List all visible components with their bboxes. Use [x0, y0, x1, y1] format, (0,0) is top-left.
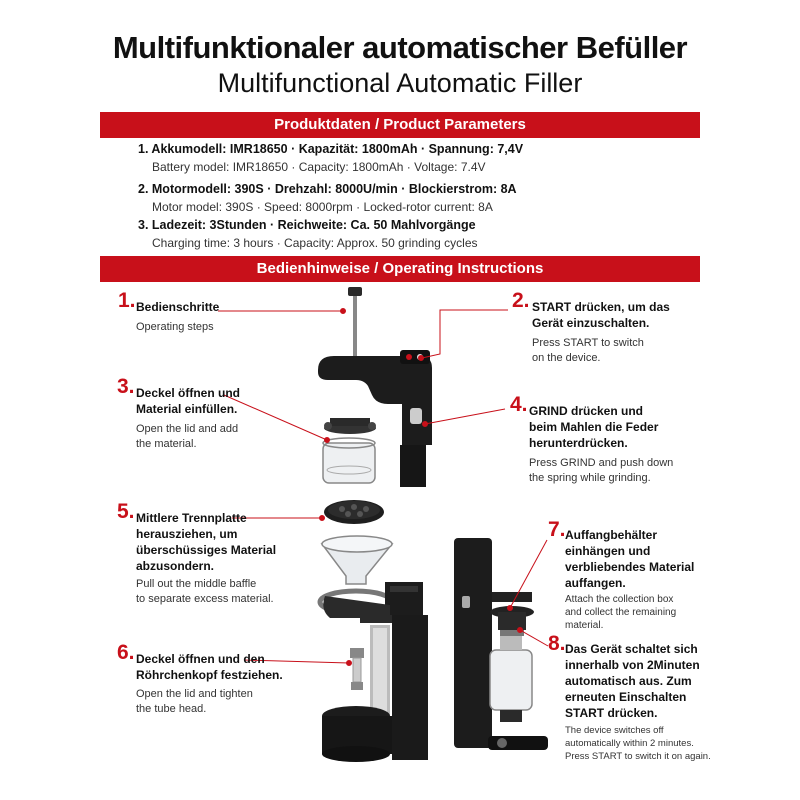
step-6-en-line2: the tube head. — [136, 703, 207, 715]
step-8-en-line3: Press START to switch it on again. — [565, 751, 711, 762]
step-4-de-line3: herunterdrücken. — [529, 436, 628, 450]
param-motor-en: Motor model: 390S · Speed: 8000rpm · Loc… — [152, 200, 493, 214]
param-item-motor: 2. Motormodell: 390S · Drehzahl: 8000U/m… — [138, 180, 517, 216]
step-3-de-line2: Material einfüllen. — [136, 402, 238, 416]
step-6-de-line1: Deckel öffnen und den — [136, 652, 265, 666]
step-2-de-line2: Gerät einzuschalten. — [532, 316, 650, 330]
step-2-de-line1: START drücken, um das — [532, 300, 670, 314]
device-side-illustration — [454, 538, 548, 750]
step-4-de-line2: beim Mahlen die Feder — [529, 420, 659, 434]
param-charging-de: 3. Ladezeit: 3Stunden · Reichweite: Ca. … — [138, 218, 476, 232]
step-4: 4. GRIND drücken und beim Mahlen die Fed… — [510, 394, 673, 484]
step-5-de-line1: Mittlere Trennplatte — [136, 511, 247, 525]
step-6-en-line1: Open the lid and tighten — [136, 688, 253, 700]
param-item-charging: 3. Ladezeit: 3Stunden · Reichweite: Ca. … — [138, 216, 478, 252]
step-7-de-line4: auffangen. — [565, 576, 626, 590]
step-7-number: 7. — [548, 518, 566, 541]
device-base-illustration — [322, 582, 428, 762]
page-title-german: Multifunktionaler automatischer Befüller — [112, 30, 688, 65]
step-8: 8. Das Gerät schaltet sich innerhalb von… — [548, 633, 711, 762]
step-2-en-line2: on the device. — [532, 352, 601, 364]
param-motor-de: 2. Motormodell: 390S · Drehzahl: 8000U/m… — [138, 182, 517, 196]
step-8-de-line4: erneuten Einschalten — [565, 690, 687, 704]
step-5-de-line4: abzusondern. — [136, 559, 215, 573]
step-2-number: 2. — [512, 289, 530, 312]
step-8-en-line1: The device switches off — [565, 725, 664, 736]
step-3-number: 3. — [117, 375, 135, 398]
step-5-en-line1: Pull out the middle baffle — [136, 578, 257, 590]
param-charging-en: Charging time: 3 hours · Capacity: Appro… — [152, 236, 478, 250]
step-3-en-line2: the material. — [136, 438, 197, 450]
leader-lines — [218, 308, 549, 666]
step-1-en: Operating steps — [136, 321, 214, 333]
step-7-en-line2: and collect the remaining — [565, 607, 677, 618]
step-8-de-line5: START drücken. — [565, 706, 658, 720]
step-1: 1. Bedienschritte Operating steps — [118, 290, 219, 333]
step-5-number: 5. — [117, 500, 135, 523]
step-8-en-line2: automatically within 2 minutes. — [565, 738, 694, 749]
step-3: 3. Deckel öffnen und Material einfüllen.… — [117, 376, 240, 450]
step-1-de: Bedienschritte — [136, 300, 220, 314]
param-battery-en: Battery model: IMR18650 · Capacity: 1800… — [152, 160, 486, 174]
step-6: 6. Deckel öffnen und den Röhrchenkopf fe… — [117, 642, 283, 715]
step-1-number: 1. — [118, 289, 136, 312]
step-4-number: 4. — [510, 393, 528, 416]
step-2: 2. START drücken, um das Gerät einzuscha… — [512, 290, 670, 364]
step-8-de-line2: innerhalb von 2Minuten — [565, 658, 700, 672]
step-8-de-line3: automatisch aus. Zum — [565, 674, 692, 688]
step-5: 5. Mittlere Trennplatte herausziehen, um… — [117, 501, 276, 605]
step-7-de-line1: Auffangbehälter — [565, 528, 658, 542]
step-5-de-line2: herausziehen, um — [136, 527, 238, 541]
product-parameters-banner: Produktdaten / Product Parameters — [100, 112, 700, 138]
step-7-en-line1: Attach the collection box — [565, 594, 674, 605]
device-top-illustration — [318, 287, 432, 487]
step-7-de-line3: verbliebendes Material — [565, 560, 695, 574]
step-7: 7. Auffangbehälter einhängen und verblie… — [548, 519, 694, 631]
step-7-en-line3: material. — [565, 620, 604, 631]
step-2-en-line1: Press START to switch — [532, 337, 644, 349]
step-4-en-line2: the spring while grinding. — [529, 472, 651, 484]
step-3-en-line1: Open the lid and add — [136, 423, 239, 435]
param-item-battery: 1. Akkumodell: IMR18650 · Kapazität: 180… — [138, 140, 523, 176]
step-4-de-line1: GRIND drücken und — [529, 404, 644, 418]
step-8-number: 8. — [548, 632, 566, 655]
step-8-de-line1: Das Gerät schaltet sich — [565, 642, 698, 656]
step-5-de-line3: überschüssiges Material — [136, 543, 277, 557]
param-battery-de: 1. Akkumodell: IMR18650 · Kapazität: 180… — [138, 142, 524, 156]
step-6-de-line2: Röhrchenkopf festziehen. — [136, 668, 283, 682]
step-7-de-line2: einhängen und — [565, 544, 651, 558]
step-5-en-line2: to separate excess material. — [136, 593, 274, 605]
exploded-parts-illustration — [317, 500, 395, 616]
step-4-en-line1: Press GRIND and push down — [529, 457, 674, 469]
page-title-english: Multifunctional Automatic Filler — [217, 68, 583, 98]
step-6-number: 6. — [117, 641, 135, 664]
step-3-de-line1: Deckel öffnen und — [136, 386, 241, 400]
operating-instructions-banner: Bedienhinweise / Operating Instructions — [100, 256, 700, 282]
